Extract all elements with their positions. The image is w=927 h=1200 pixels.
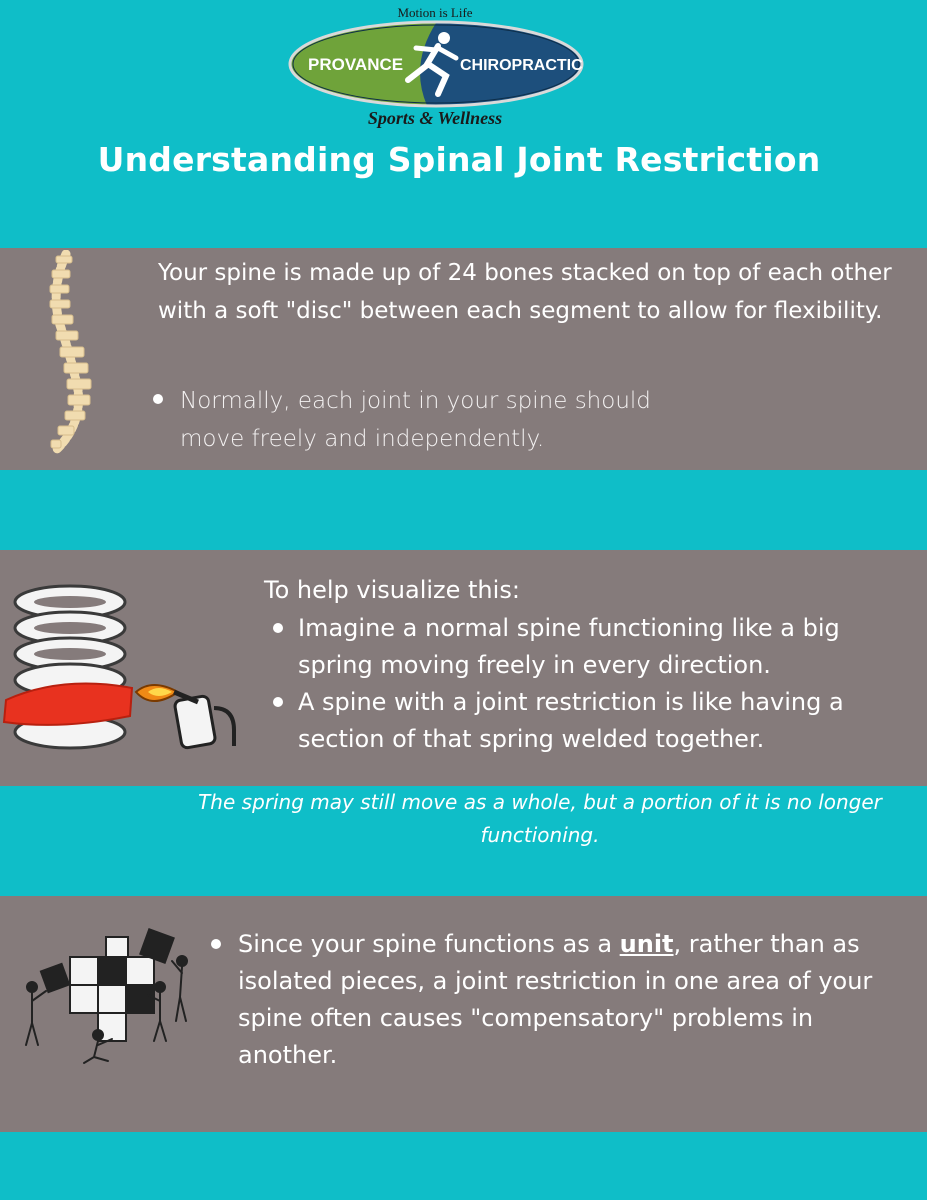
torch-icon [134,684,236,750]
logo-left-text: PROVANCE [308,55,403,74]
section-2-bullet-1: Imagine a normal spine functioning like … [298,614,840,679]
clinic-logo: PROVANCE CHIROPRACTIC [288,20,584,108]
bullet-dot [211,939,221,949]
logo-right-text: CHIROPRACTIC [460,57,583,74]
section-1-bullet: Normally, each joint in your spine shoul… [180,388,651,452]
section-3-text: Since your spine functions as a unit, ra… [238,926,878,1074]
section-3-emphasis: unit [619,930,674,958]
bullet-dot [153,394,163,404]
section-2-band [0,550,927,786]
tagline: Sports & Wellness [367,108,503,128]
section-2-bullet-2: A spine with a joint restriction is like… [298,688,844,753]
section-3-text-after: , rather than as isolated pieces, a join… [238,930,873,1069]
bullet-dot [273,697,283,707]
puzzle-team-icon [20,925,200,1074]
spine-icon [38,249,108,459]
spring-torch-icon [2,580,242,759]
bullet-dot [273,623,283,633]
section-2-intro: To help visualize this: [264,576,520,604]
section-3-text-before: Since your spine functions as a [238,930,620,958]
motto: Motion is Life [397,5,473,20]
section-1-intro: Your spine is made up of 24 bones stacke… [158,260,892,324]
page-title: Understanding Spinal Joint Restriction [97,140,821,179]
section-1-band [0,248,927,470]
spring-note: The spring may still move as a whole, bu… [198,790,882,847]
runner-icon [405,32,459,97]
